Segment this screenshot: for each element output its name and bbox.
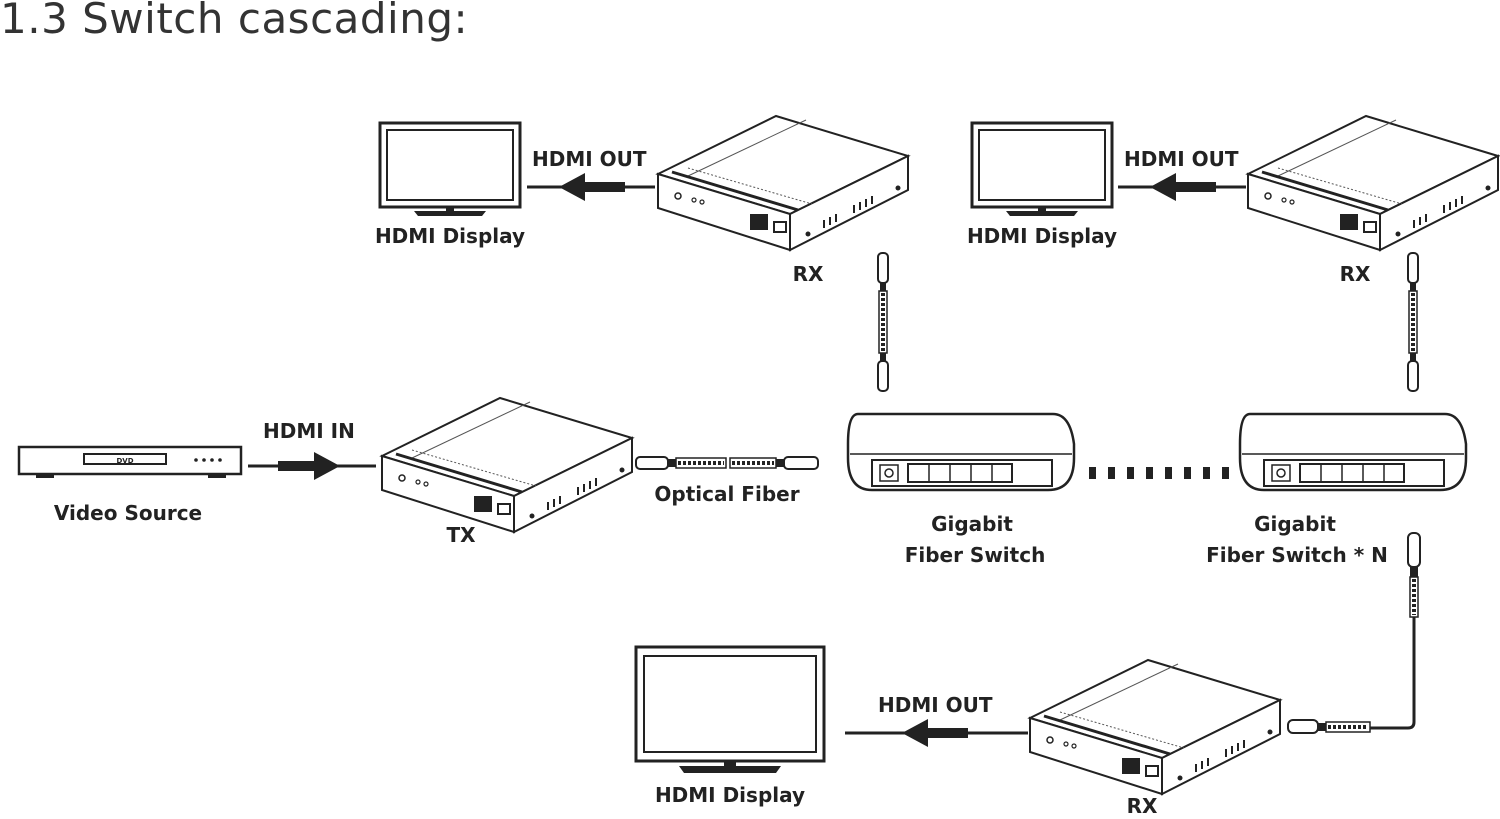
hdmi-display-2-icon bbox=[970, 121, 1114, 218]
hdmi-display-1-label: HDMI Display bbox=[375, 224, 525, 248]
video-source-icon: DVD bbox=[17, 445, 243, 478]
hdmi-display-3-icon bbox=[634, 645, 826, 773]
rx-1-label: RX bbox=[793, 262, 824, 286]
tx-device-icon bbox=[380, 396, 634, 534]
rx-2-label: RX bbox=[1340, 262, 1371, 286]
switch-1-label-line1: Gigabit bbox=[931, 512, 1013, 536]
gigabit-switch-n-icon bbox=[1238, 412, 1468, 492]
fiber-link-2-icon bbox=[1406, 251, 1420, 393]
rx-1-device-icon bbox=[656, 114, 910, 252]
switch-n-label-line2: Fiber Switch * N bbox=[1206, 543, 1388, 567]
svg-text:DVD: DVD bbox=[116, 457, 133, 465]
hdmi-display-2-label: HDMI Display bbox=[967, 224, 1117, 248]
hdmi-out-1-label: HDMI OUT bbox=[532, 147, 647, 171]
gigabit-switch-1-icon bbox=[846, 412, 1076, 492]
hdmi-out-2-label: HDMI OUT bbox=[1124, 147, 1239, 171]
hdmi-in-label: HDMI IN bbox=[263, 419, 355, 443]
hdmi-out-2-arrow-icon bbox=[1116, 171, 1248, 203]
page-title: 1.3 Switch cascading: bbox=[0, 0, 469, 43]
hdmi-in-arrow-icon bbox=[248, 452, 376, 480]
hdmi-display-3-label: HDMI Display bbox=[655, 783, 805, 807]
hdmi-out-1-arrow-icon bbox=[525, 171, 657, 203]
optical-fiber-cable-icon bbox=[635, 456, 819, 470]
switch-1-label-line2: Fiber Switch bbox=[905, 543, 1046, 567]
hdmi-out-3-arrow-icon bbox=[845, 719, 1028, 747]
switch-n-label-line1: Gigabit bbox=[1254, 512, 1336, 536]
cascade-dots-icon bbox=[1089, 467, 1229, 479]
optical-fiber-label: Optical Fiber bbox=[654, 482, 799, 506]
fiber-link-3-icon bbox=[1287, 532, 1421, 734]
tx-label: TX bbox=[446, 523, 476, 547]
fiber-link-1-icon bbox=[876, 251, 890, 393]
rx-3-device-icon bbox=[1028, 658, 1282, 796]
rx-3-label: RX bbox=[1127, 794, 1158, 818]
rx-2-device-icon bbox=[1246, 114, 1500, 252]
video-source-label: Video Source bbox=[54, 501, 202, 525]
hdmi-out-3-label: HDMI OUT bbox=[878, 693, 993, 717]
hdmi-display-1-icon bbox=[378, 121, 522, 218]
